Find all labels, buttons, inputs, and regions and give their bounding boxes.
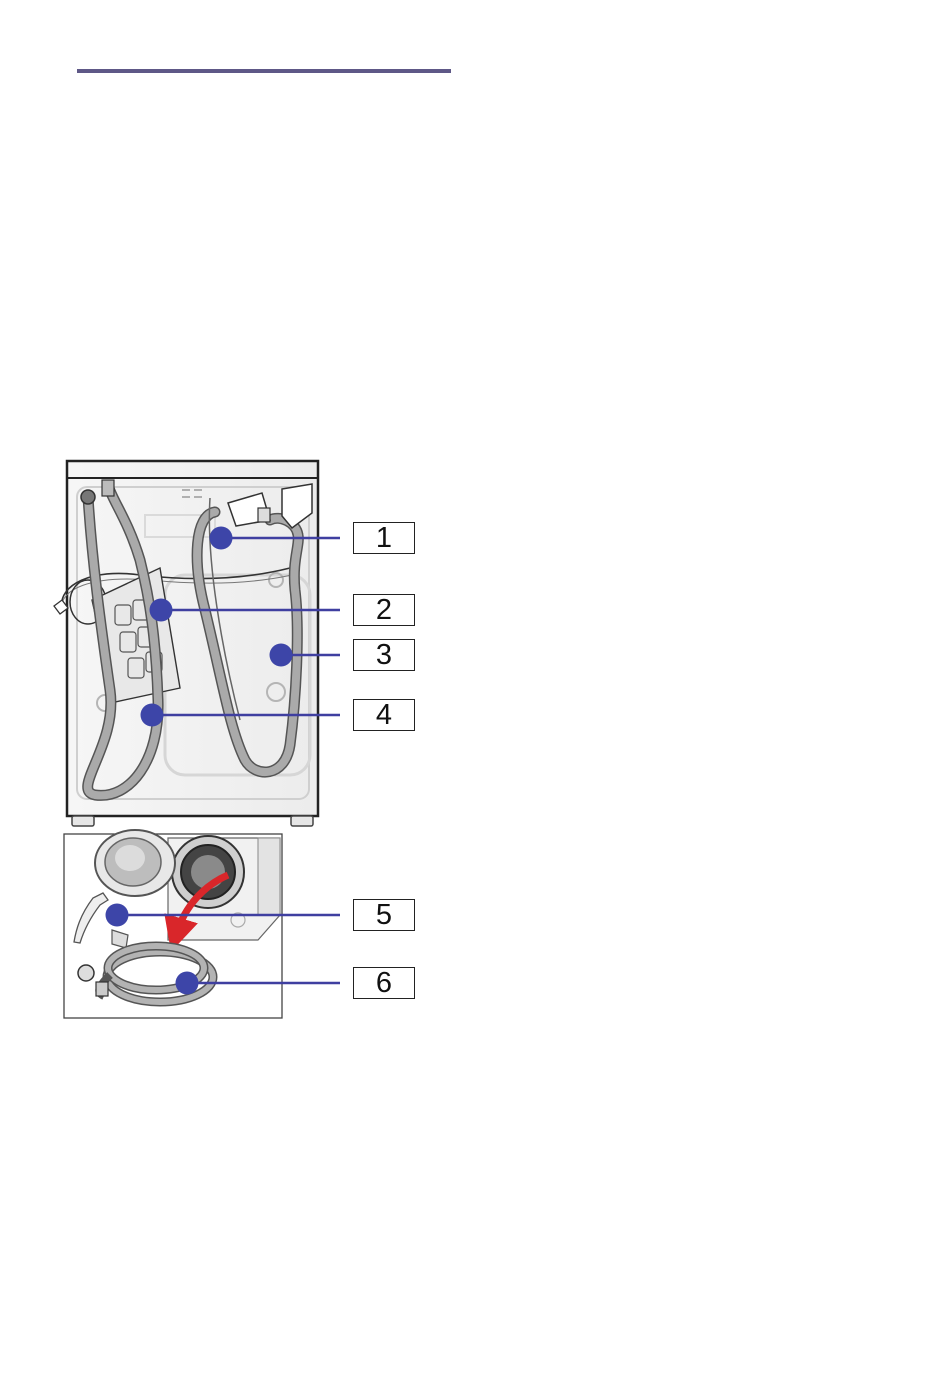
callout-number: 1 (376, 524, 392, 553)
marker-dot-5 (106, 904, 129, 927)
callout-box-4: 4 (353, 699, 415, 731)
callout-number: 4 (376, 701, 392, 730)
callout-box-2: 2 (353, 594, 415, 626)
callout-number: 6 (376, 969, 392, 998)
marker-dot-2 (150, 599, 173, 622)
washer-foot-left (72, 816, 94, 826)
marker-dot-6 (176, 972, 199, 995)
callout-number: 2 (376, 596, 392, 625)
washer-rear-illustration (54, 461, 318, 826)
marker-dot-3 (270, 644, 293, 667)
callout-box-3: 3 (353, 639, 415, 671)
washer-foot-right (291, 816, 313, 826)
callout-number: 5 (376, 901, 392, 930)
washer-front-inset (64, 830, 282, 1018)
callout-box-5: 5 (353, 899, 415, 931)
callout-box-6: 6 (353, 967, 415, 999)
callout-box-1: 1 (353, 522, 415, 554)
callout-number: 3 (376, 641, 392, 670)
marker-dot-1 (210, 527, 233, 550)
marker-dot-4 (141, 704, 164, 727)
